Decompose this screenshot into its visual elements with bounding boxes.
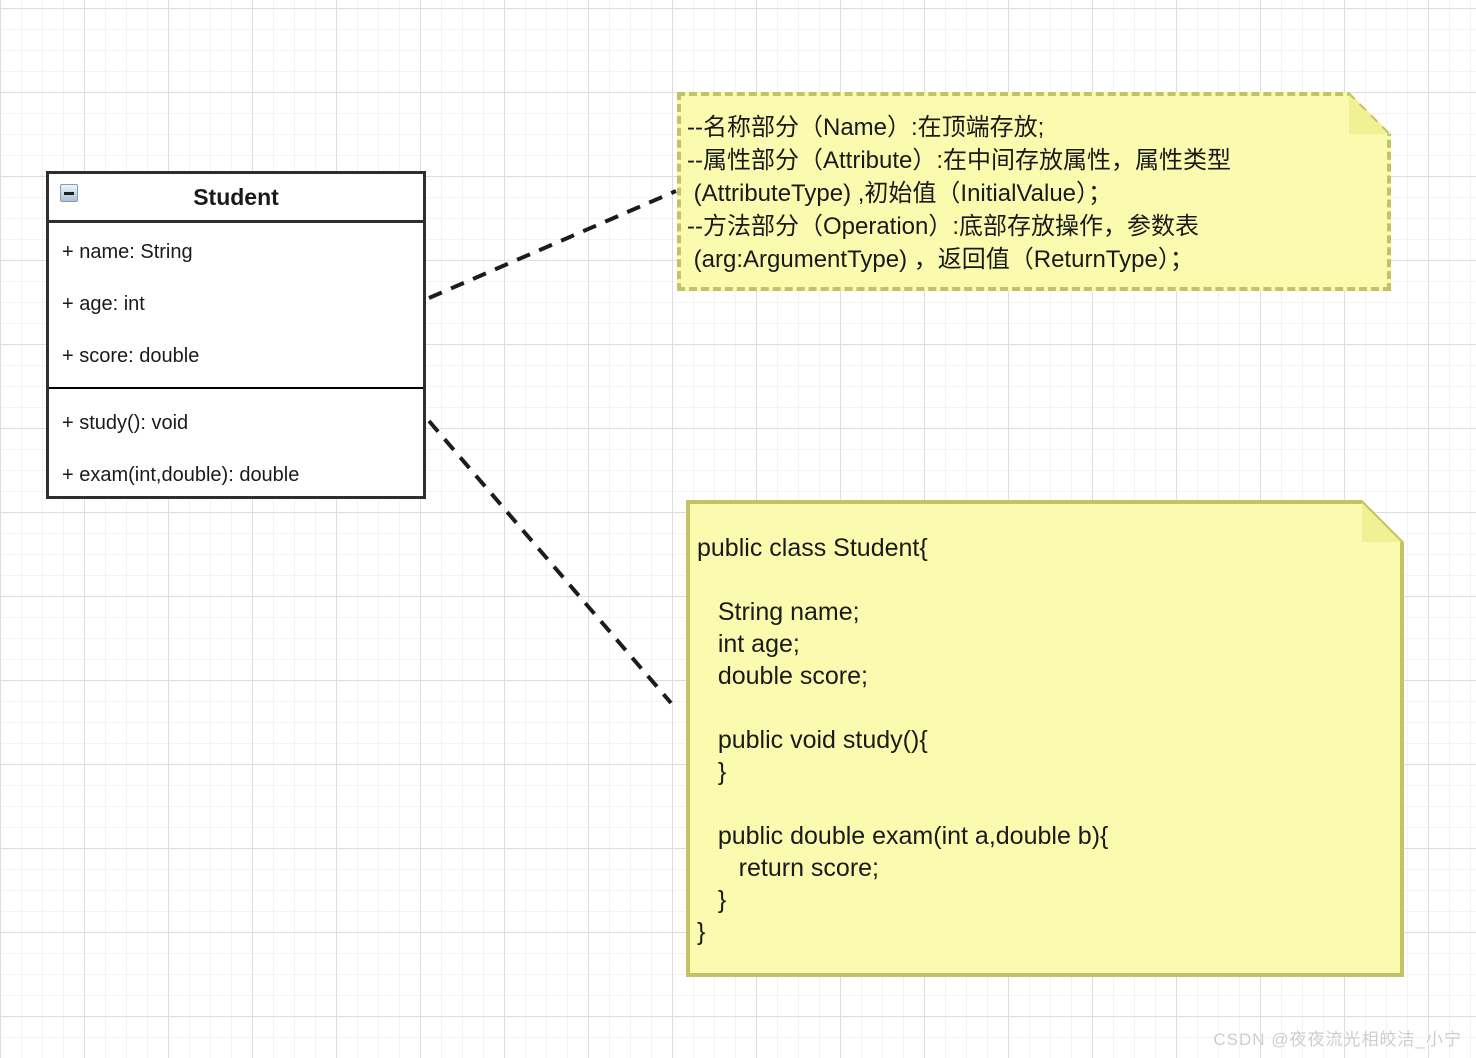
uml-note-text: --名称部分（Name）:在顶端存放; --属性部分（Attribute）:在中… [687,114,1232,273]
attribute-row: + age: int [62,292,145,315]
connector-class-to-uml-note[interactable] [428,189,677,300]
csdn-watermark: CSDN @夜夜流光相皎洁_小宁 [1213,1030,1462,1049]
method-row: + study(): void [62,411,189,434]
connector-class-to-code-note[interactable] [427,419,673,705]
methods-compartment: + study(): void + exam(int,double): doub… [49,389,423,501]
code-note-text: public class Student{ String name; int a… [697,534,1109,946]
compartment-divider [49,387,423,389]
uml-explanation-note[interactable]: --名称部分（Name）:在顶端存放; --属性部分（Attribute）:在中… [677,92,1391,291]
uml-class-student[interactable]: Student + name: String + age: int + scor… [46,171,426,499]
collapse-minus-icon[interactable] [60,184,78,202]
class-title-bar: Student [49,174,423,223]
method-row: + exam(int,double): double [62,463,300,486]
attribute-row: + name: String [62,240,193,263]
attribute-row: + score: double [62,344,200,367]
class-name: Student [193,183,279,210]
attributes-compartment: + name: String + age: int + score: doubl… [49,223,423,387]
java-code-note[interactable]: public class Student{ String name; int a… [686,500,1404,977]
minus-glyph [64,191,74,195]
